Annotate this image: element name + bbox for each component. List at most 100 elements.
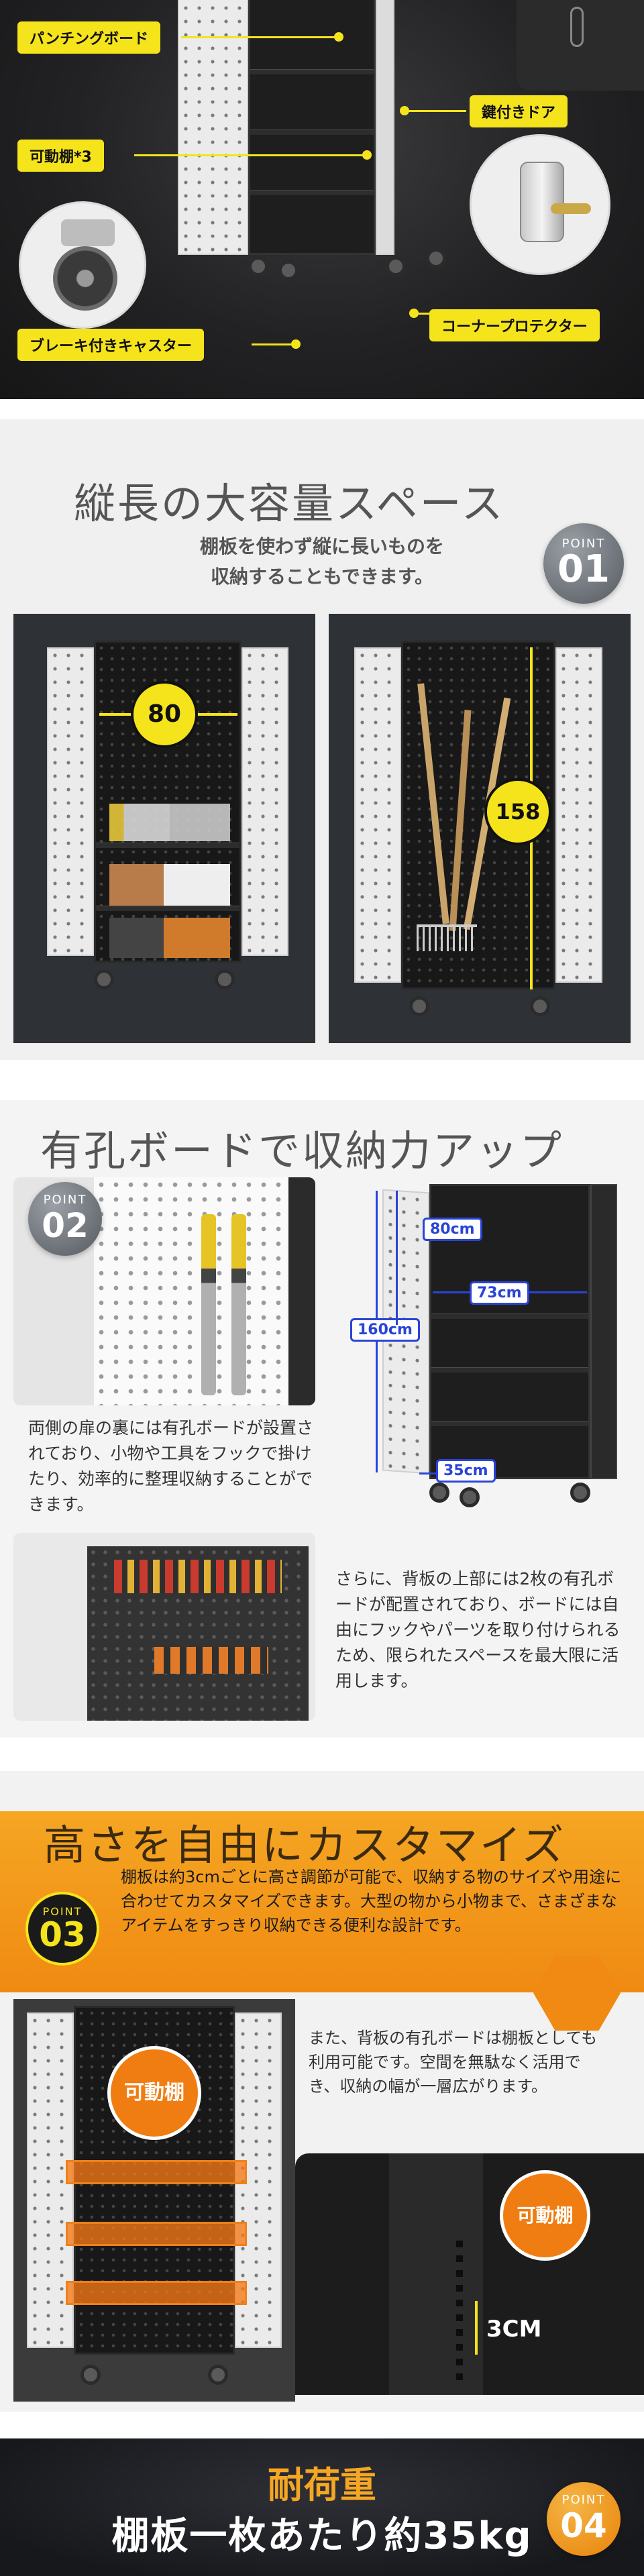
handle-icon — [570, 7, 584, 47]
tool-handle — [449, 710, 472, 931]
point-number: 04 — [560, 2506, 607, 2545]
caster-wheel — [426, 248, 446, 268]
point-label: POINT — [42, 1905, 83, 1918]
pegboard-closeup-photo — [13, 1177, 315, 1405]
caster-inset — [19, 201, 146, 329]
screwdriver-icon — [201, 1214, 216, 1395]
photo-cabinet-long-items: 158 — [329, 614, 631, 1043]
key-icon — [551, 203, 591, 214]
hanging-tools — [114, 1560, 282, 1593]
height-dim-label: 160cm — [350, 1318, 420, 1342]
point-badge-dark: POINT 03 — [25, 1892, 99, 1966]
inner-height-dim-line — [396, 1191, 398, 1325]
back-pegboard-description: さらに、背板の上部には2枚の有孔ボードが配置されており、ボードには自由にフックや… — [335, 1569, 621, 1690]
back-pegboard-photo — [13, 1533, 315, 1721]
label-corner-protector: コーナープロテクター — [429, 309, 600, 341]
caster-wheel — [215, 969, 235, 989]
leader-line — [416, 313, 431, 315]
right-door — [241, 647, 288, 956]
section-subtitle-line2: 収納することもできます。 — [210, 566, 434, 588]
caster-wheel — [460, 1487, 480, 1507]
stored-items — [109, 864, 230, 906]
caster-wheel — [386, 256, 406, 276]
movable-shelf-highlight — [66, 2160, 247, 2184]
caster-wheel — [530, 996, 550, 1016]
cabinet-wall — [389, 2153, 483, 2395]
point-label: POINT — [561, 2493, 606, 2507]
adjustable-shelf-section: 高さを自由にカスタマイズ POINT 03 棚板は約3cmごとに高さ調節が可能で… — [0, 1771, 644, 2412]
caster-bracket — [61, 219, 115, 246]
shelf — [250, 129, 374, 135]
section-title: 有孔ボードで収納力アップ — [40, 1126, 564, 1175]
lock-icon — [520, 162, 564, 242]
section-subtitle: 棚板一枚あたり約35kg — [111, 2514, 533, 2558]
section-title: 耐荷重 — [268, 2464, 376, 2506]
pegboard-panel — [94, 1177, 288, 1405]
point-label: POINT — [43, 1193, 87, 1207]
leader-dot — [362, 150, 372, 160]
leader-line — [134, 154, 366, 156]
label-shelves: 可動棚*3 — [17, 140, 104, 172]
dimension-diagram: 160cm 80cm 73cm 35cm — [350, 1177, 631, 1526]
caster-wheel — [80, 2365, 101, 2385]
caster-wheel — [278, 260, 299, 280]
label-brake-casters: ブレーキ付きキャスター — [17, 329, 205, 361]
caster-wheel — [94, 969, 114, 989]
point-number: 03 — [39, 1915, 86, 1954]
movable-shelf-highlight — [66, 2222, 247, 2246]
pegboard-section: 有孔ボードで収納力アップ POINT 02 両側の扉の裏には有孔ボードが設置され… — [0, 1100, 644, 1737]
shelf — [96, 906, 239, 911]
inner-width-dim-label: 73cm — [470, 1281, 529, 1305]
shelf — [250, 69, 374, 74]
section-subtitle-line1: 棚板を使わず縦に長いものを — [199, 535, 444, 557]
point-badge: POINT 01 — [543, 523, 624, 604]
point-badge: POINT 04 — [547, 2482, 621, 2556]
photo-cabinet-shelves: 可動棚 — [13, 1999, 295, 2402]
shelf — [96, 843, 239, 848]
leader-line — [252, 343, 295, 345]
leader-dot — [400, 106, 409, 115]
rake-head — [417, 924, 477, 951]
section-title: 高さを自由にカスタマイズ — [44, 1821, 566, 1870]
cabinet-body — [248, 0, 376, 255]
leader-line — [181, 36, 339, 38]
orange-header-band — [0, 1811, 644, 1992]
hanging-tools — [154, 1647, 268, 1674]
left-door — [47, 647, 94, 956]
right-door — [555, 647, 602, 983]
screwdriver-icon — [231, 1214, 246, 1395]
pegboard-description: 両側の扉の裏には有孔ボードが設置されており、小物や工具をフックで掛けたり、効率的… — [28, 1418, 314, 1514]
shelf-sub-description: また、背板の有孔ボードは棚板としても利用可能です。空間を無駄なく活用でき、収納の… — [309, 2029, 598, 2096]
lock-inset — [470, 134, 610, 275]
shelf — [250, 190, 374, 195]
black-door-inset — [517, 0, 644, 91]
pitch-label: 3CM — [486, 2316, 542, 2343]
photo-cabinet-open: 80 — [13, 614, 315, 1043]
leader-dot — [291, 339, 301, 349]
pitch-bracket — [475, 2301, 478, 2355]
hexagon-decoration — [533, 1955, 621, 2031]
point-label: POINT — [561, 537, 606, 551]
width-dim-label: 80cm — [423, 1218, 482, 1241]
tall-space-section: 縦長の大容量スペース 棚板を使わず縦に長いものを 収納することもできます。 PO… — [0, 419, 644, 1060]
adjustment-holes — [456, 2241, 463, 2381]
cabinet-interior — [401, 641, 555, 989]
load-capacity-section: 耐荷重 棚板一枚あたり約35kg POINT 04 — [0, 2438, 644, 2576]
caster-wheel — [429, 1483, 449, 1503]
label-lock-door: 鍵付きドア — [470, 95, 568, 127]
right-door — [376, 0, 394, 255]
shelf-description: 棚板は約3cmごとに高さ調節が可能で、収納する物のサイズや用途に合わせてカスタマ… — [121, 1868, 622, 1935]
shelf — [431, 1313, 588, 1319]
caster-wheel — [570, 1483, 590, 1503]
shelf — [431, 1367, 588, 1373]
left-door — [178, 0, 248, 255]
caster-wheel — [248, 256, 268, 276]
label-pegboard: パンチングボード — [17, 21, 161, 54]
movable-shelf-badge: 可動棚 — [107, 2046, 201, 2140]
width-value-badge: 80 — [131, 681, 198, 748]
leader-dot — [409, 309, 419, 318]
depth-dim-label: 35cm — [436, 1459, 496, 1483]
leader-dot — [334, 32, 343, 42]
cabinet-side — [288, 1177, 315, 1405]
cabinet-illustration — [171, 0, 446, 282]
